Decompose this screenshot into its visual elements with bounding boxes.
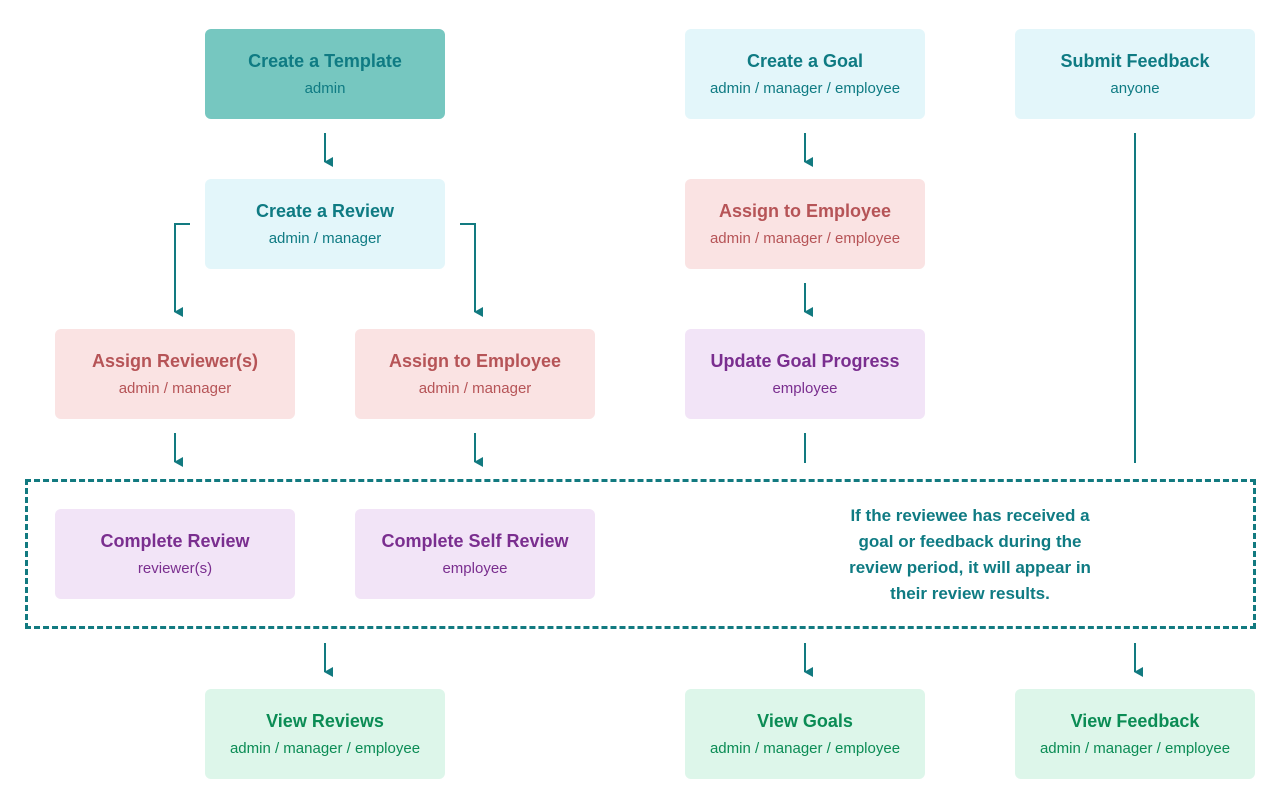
node-role: admin / manager / employee [709,229,901,247]
node-role: admin / manager [418,379,532,397]
arrow-review-to-assign-reviewers [174,223,190,317]
create-goal-node: Create a Goal admin / manager / employee [685,29,925,119]
note-line: review period, it will appear in [849,558,1091,577]
node-role: reviewer(s) [137,559,213,577]
note-line: their review results. [890,584,1050,603]
node-title: View Feedback [1070,710,1200,731]
node-role: admin / manager / employee [229,739,421,757]
view-feedback-node: View Feedback admin / manager / employee [1015,689,1255,779]
node-title: Assign to Employee [718,200,892,221]
note-line: If the reviewee has received a [850,506,1090,525]
assign-employee-review-node: Assign to Employee admin / manager [355,329,595,419]
review-period-note: If the reviewee has received a goal or f… [820,503,1120,607]
note-line: goal or feedback during the [858,532,1082,551]
node-title: Create a Template [248,50,402,71]
node-title: View Reviews [266,710,384,731]
update-goal-progress-node: Update Goal Progress employee [685,329,925,419]
node-role: admin / manager / employee [1039,739,1231,757]
view-goals-node: View Goals admin / manager / employee [685,689,925,779]
create-template-node: Create a Template admin [205,29,445,119]
node-title: Complete Review [100,530,250,551]
node-role: admin / manager [118,379,232,397]
node-title: View Goals [757,710,853,731]
node-title: Submit Feedback [1060,50,1210,71]
node-role: employee [772,379,838,397]
node-role: admin / manager [268,229,382,247]
node-role: anyone [1110,79,1160,97]
node-title: Update Goal Progress [710,350,900,371]
node-title: Complete Self Review [381,530,569,551]
assign-reviewers-node: Assign Reviewer(s) admin / manager [55,329,295,419]
node-role: employee [442,559,508,577]
node-title: Assign to Employee [388,350,562,371]
submit-feedback-node: Submit Feedback anyone [1015,29,1255,119]
node-title: Create a Goal [746,50,864,71]
node-title: Assign Reviewer(s) [91,350,259,371]
complete-self-review-node: Complete Self Review employee [355,509,595,599]
node-role: admin / manager / employee [709,739,901,757]
review-period-region [25,479,1256,629]
complete-review-node: Complete Review reviewer(s) [55,509,295,599]
arrow-review-to-assign-employee [460,223,483,317]
view-reviews-node: View Reviews admin / manager / employee [205,689,445,779]
create-review-node: Create a Review admin / manager [205,179,445,269]
node-role: admin / manager / employee [709,79,901,97]
assign-employee-goal-node: Assign to Employee admin / manager / emp… [685,179,925,269]
node-title: Create a Review [255,200,395,221]
node-role: admin [304,79,346,97]
